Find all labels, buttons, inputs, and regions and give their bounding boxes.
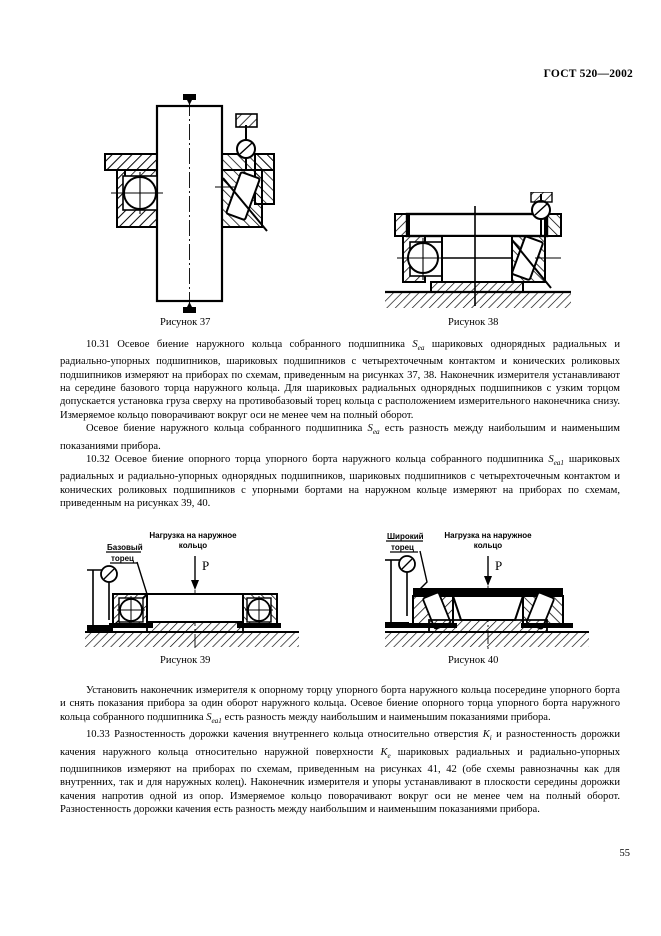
page-number: 55 <box>619 848 631 859</box>
clause-10-32-p2-text-a: Установить наконечник измерителя к опорн… <box>60 685 620 723</box>
clause-10-32-paragraph-2: Установить наконечник измерителя к опорн… <box>60 684 620 728</box>
figure-40-load-label-line2: кольцо <box>474 541 503 550</box>
figure-40-drawing: Нагрузка на наружное кольцо P Широкий то… <box>385 531 589 650</box>
clause-10-31-p2-text-a: Осевое биение наружного кольца собранног… <box>86 423 368 435</box>
symbol-sea: Sea <box>412 339 425 353</box>
figure-39-load-label-line2: кольцо <box>179 541 208 550</box>
figure-row-bottom: Нагрузка на наружное кольцо P Базовый то… <box>0 520 661 650</box>
clause-10-33-text-b: и разностенность дорожки качения наружно… <box>60 729 620 758</box>
figure-40-face-label-line2: торец <box>391 543 414 552</box>
figure-37-caption: Рисунок 37 <box>160 317 211 328</box>
figure-40-caption: Рисунок 40 <box>448 655 499 666</box>
figure-38-caption: Рисунок 38 <box>448 317 499 328</box>
figure-39-load-label-line1: Нагрузка на наружное <box>149 531 237 540</box>
figure-40-force-symbol: P <box>495 558 502 573</box>
clause-10-32-text-b: шариковых радиальных и радиально-упорных… <box>60 453 620 510</box>
figure-39-drawing: Нагрузка на наружное кольцо P Базовый то… <box>85 531 299 650</box>
clause-10-31-paragraph-2: Осевое биение наружного кольца собранног… <box>60 422 620 453</box>
symbol-ke: Ke <box>380 746 391 760</box>
clause-10-32-p2-text-b: есть разность между наибольшим и наимень… <box>221 711 551 723</box>
symbol-sea1: Sea1 <box>548 453 564 468</box>
clause-10-31-p2-text-b: есть разность между наибольшим и наимень… <box>60 423 620 452</box>
clause-block-10-31-10-32: 10.31 Осевое биение наружного кольца соб… <box>60 338 620 510</box>
symbol-sea-2: Sea <box>367 423 380 437</box>
clause-10-31-text-b: шариковых однорядных радиальных и радиал… <box>60 339 620 421</box>
clause-10-33-paragraph: 10.33 Разностенность дорожки качения вну… <box>60 728 620 816</box>
figure-row-top <box>0 92 661 337</box>
clause-10-32-text-a: 10.32 Осевое биение опорного торца упорн… <box>86 453 549 465</box>
clause-10-33-text-c: шариковых радиальных и радиально-упорных… <box>60 746 620 816</box>
clause-10-31-paragraph-1: 10.31 Осевое биение наружного кольца соб… <box>60 338 620 422</box>
clause-10-33-text-a: 10.33 Разностенность дорожки качения вну… <box>86 729 483 741</box>
figure-39-force-symbol: P <box>202 558 209 573</box>
clause-10-31-text-a: 10.31 Осевое биение наружного кольца соб… <box>86 339 413 350</box>
figure-37-drawing <box>104 94 275 313</box>
figure-39-datum-label-line1: Базовый <box>107 543 143 552</box>
figure-39-caption: Рисунок 39 <box>160 655 211 666</box>
clause-block-10-32-10-33: Установить наконечник измерителя к опорн… <box>60 684 620 816</box>
figure-39-datum-label-line2: торец <box>111 554 134 563</box>
figure-38-drawing <box>385 192 571 308</box>
symbol-sea1-2: Sea1 <box>206 711 222 725</box>
symbol-ki: Ki <box>482 729 492 743</box>
figure-40-face-label-line1: Широкий <box>387 532 424 541</box>
figure-40-load-label-line1: Нагрузка на наружное <box>444 531 532 540</box>
clause-10-32-paragraph-1: 10.32 Осевое биение опорного торца упорн… <box>60 453 620 510</box>
page-header: ГОСТ 520—2002 <box>543 68 633 80</box>
